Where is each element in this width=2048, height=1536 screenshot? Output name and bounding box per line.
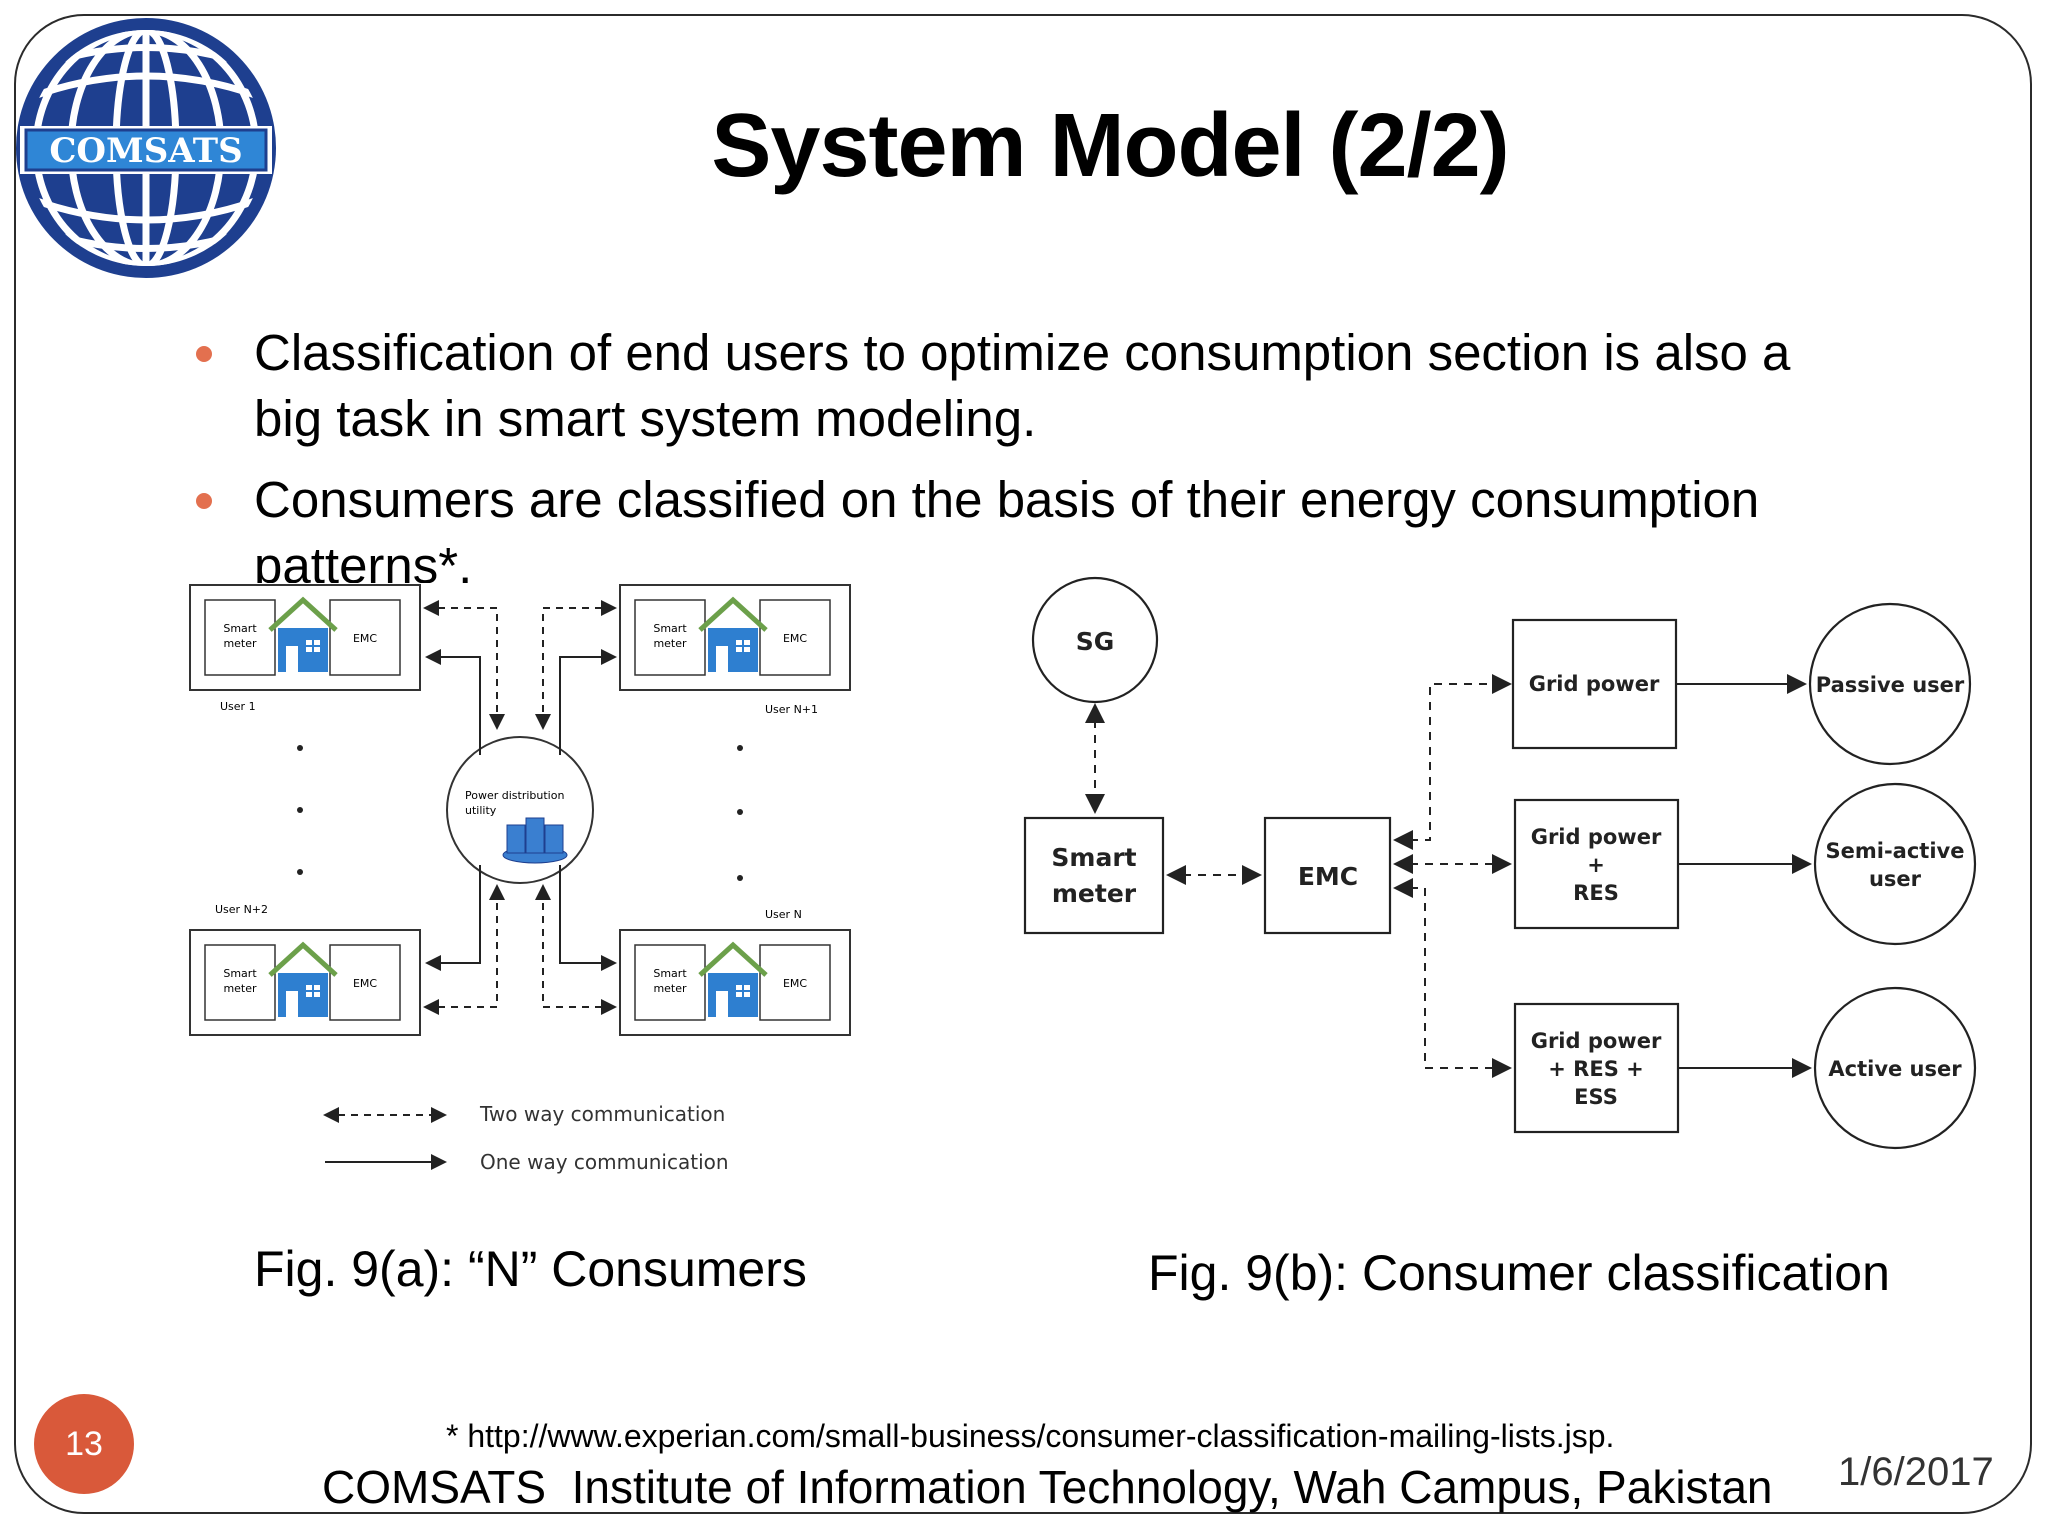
caption-fig-9a: Fig. 9(a): “N” Consumers	[254, 1241, 807, 1297]
svg-text:Grid power: Grid power	[1531, 825, 1662, 849]
svg-text:Smart: Smart	[223, 967, 257, 980]
node-sg	[1031, 576, 1159, 704]
bullet-2-line-1: Consumers are classified on the basis of…	[254, 471, 1760, 528]
consumer-unit-user-1: Smart meter EMC User 1	[189, 584, 421, 713]
figure-consumer-classification: SG Smart meter EMC Grid power Grid power…	[1023, 576, 1977, 1150]
svg-text:utility: utility	[465, 804, 497, 817]
page-number-badge: 13	[34, 1394, 134, 1494]
svg-text:user: user	[1869, 867, 1922, 891]
ellipsis-dots	[297, 745, 743, 881]
svg-text:meter: meter	[223, 982, 257, 995]
legend-one-way: One way communication	[480, 1150, 729, 1174]
node-passive-user	[1808, 602, 1972, 766]
svg-text:EMC: EMC	[1298, 862, 1358, 891]
bullet-2-line-2: patterns*.	[254, 537, 473, 583]
label-user-n-plus-1: User N+1	[765, 703, 818, 716]
svg-text:Smart: Smart	[223, 622, 257, 635]
figure-n-consumers: Smart meter EMC User 1 Smart meter EMC U…	[189, 584, 851, 1174]
power-distribution-utility: Power distribution utility	[446, 736, 594, 884]
consumer-unit-user-n-plus-2: Smart meter EMC User N+2	[189, 903, 421, 1036]
node-grid-power	[1511, 618, 1678, 750]
svg-text:Smart: Smart	[653, 967, 687, 980]
svg-text:+ RES +: + RES +	[1548, 1057, 1643, 1081]
footer-institution: COMSATS Institute of Information Technol…	[322, 1461, 1773, 1513]
legend-two-way: Two way communication	[479, 1102, 725, 1126]
comsats-logo: COMSATS	[16, 18, 276, 278]
svg-text:meter: meter	[223, 637, 257, 650]
bullet-marker	[196, 346, 212, 362]
svg-text:EMC: EMC	[783, 632, 807, 645]
bullet-1-line-2: big task in smart system modeling.	[254, 390, 1037, 447]
svg-text:Smart: Smart	[653, 622, 687, 635]
consumer-unit-user-n-plus-1: Smart meter EMC User N+1	[619, 584, 851, 716]
consumer-unit-user-n: Smart meter EMC User N	[619, 908, 851, 1036]
footer-date: 1/6/2017	[1838, 1450, 1994, 1494]
svg-text:Semi-active: Semi-active	[1826, 839, 1965, 863]
svg-text:+: +	[1587, 853, 1605, 877]
svg-text:meter: meter	[653, 982, 687, 995]
svg-text:Active user: Active user	[1828, 1057, 1962, 1081]
svg-text:meter: meter	[1052, 879, 1137, 908]
caption-fig-9b: Fig. 9(b): Consumer classification	[1148, 1245, 1890, 1301]
svg-text:Grid power: Grid power	[1529, 672, 1660, 696]
svg-text:meter: meter	[653, 637, 687, 650]
svg-text:EMC: EMC	[353, 977, 377, 990]
svg-text:SG: SG	[1076, 627, 1115, 656]
svg-text:EMC: EMC	[783, 977, 807, 990]
node-grid-power-res-ess	[1513, 1002, 1680, 1134]
label-user-1: User 1	[220, 700, 256, 713]
node-semi-active-user	[1813, 782, 1977, 946]
node-smart-meter	[1023, 816, 1165, 935]
bullet-marker	[196, 493, 212, 509]
bullet-1-line-1: Classification of end users to optimize …	[254, 324, 1791, 381]
slide-title: System Model (2/2)	[711, 96, 1509, 196]
legend: Two way communication One way communicat…	[323, 1102, 729, 1174]
node-emc	[1263, 816, 1392, 935]
footnote: * http://www.experian.com/small-business…	[446, 1418, 1615, 1454]
svg-text:EMC: EMC	[353, 632, 377, 645]
svg-text:ESS: ESS	[1574, 1085, 1618, 1109]
slide-frame	[14, 14, 2032, 1514]
svg-text:Smart: Smart	[1051, 843, 1136, 872]
logo-text: COMSATS	[49, 131, 242, 171]
label-user-n-plus-2: User N+2	[215, 903, 268, 916]
label-user-n: User N	[765, 908, 802, 921]
node-active-user	[1813, 986, 1977, 1150]
svg-text:Grid power: Grid power	[1531, 1029, 1662, 1053]
svg-text:Power distribution: Power distribution	[465, 789, 564, 802]
svg-text:RES: RES	[1573, 881, 1619, 905]
svg-text:Passive user: Passive user	[1816, 673, 1965, 697]
